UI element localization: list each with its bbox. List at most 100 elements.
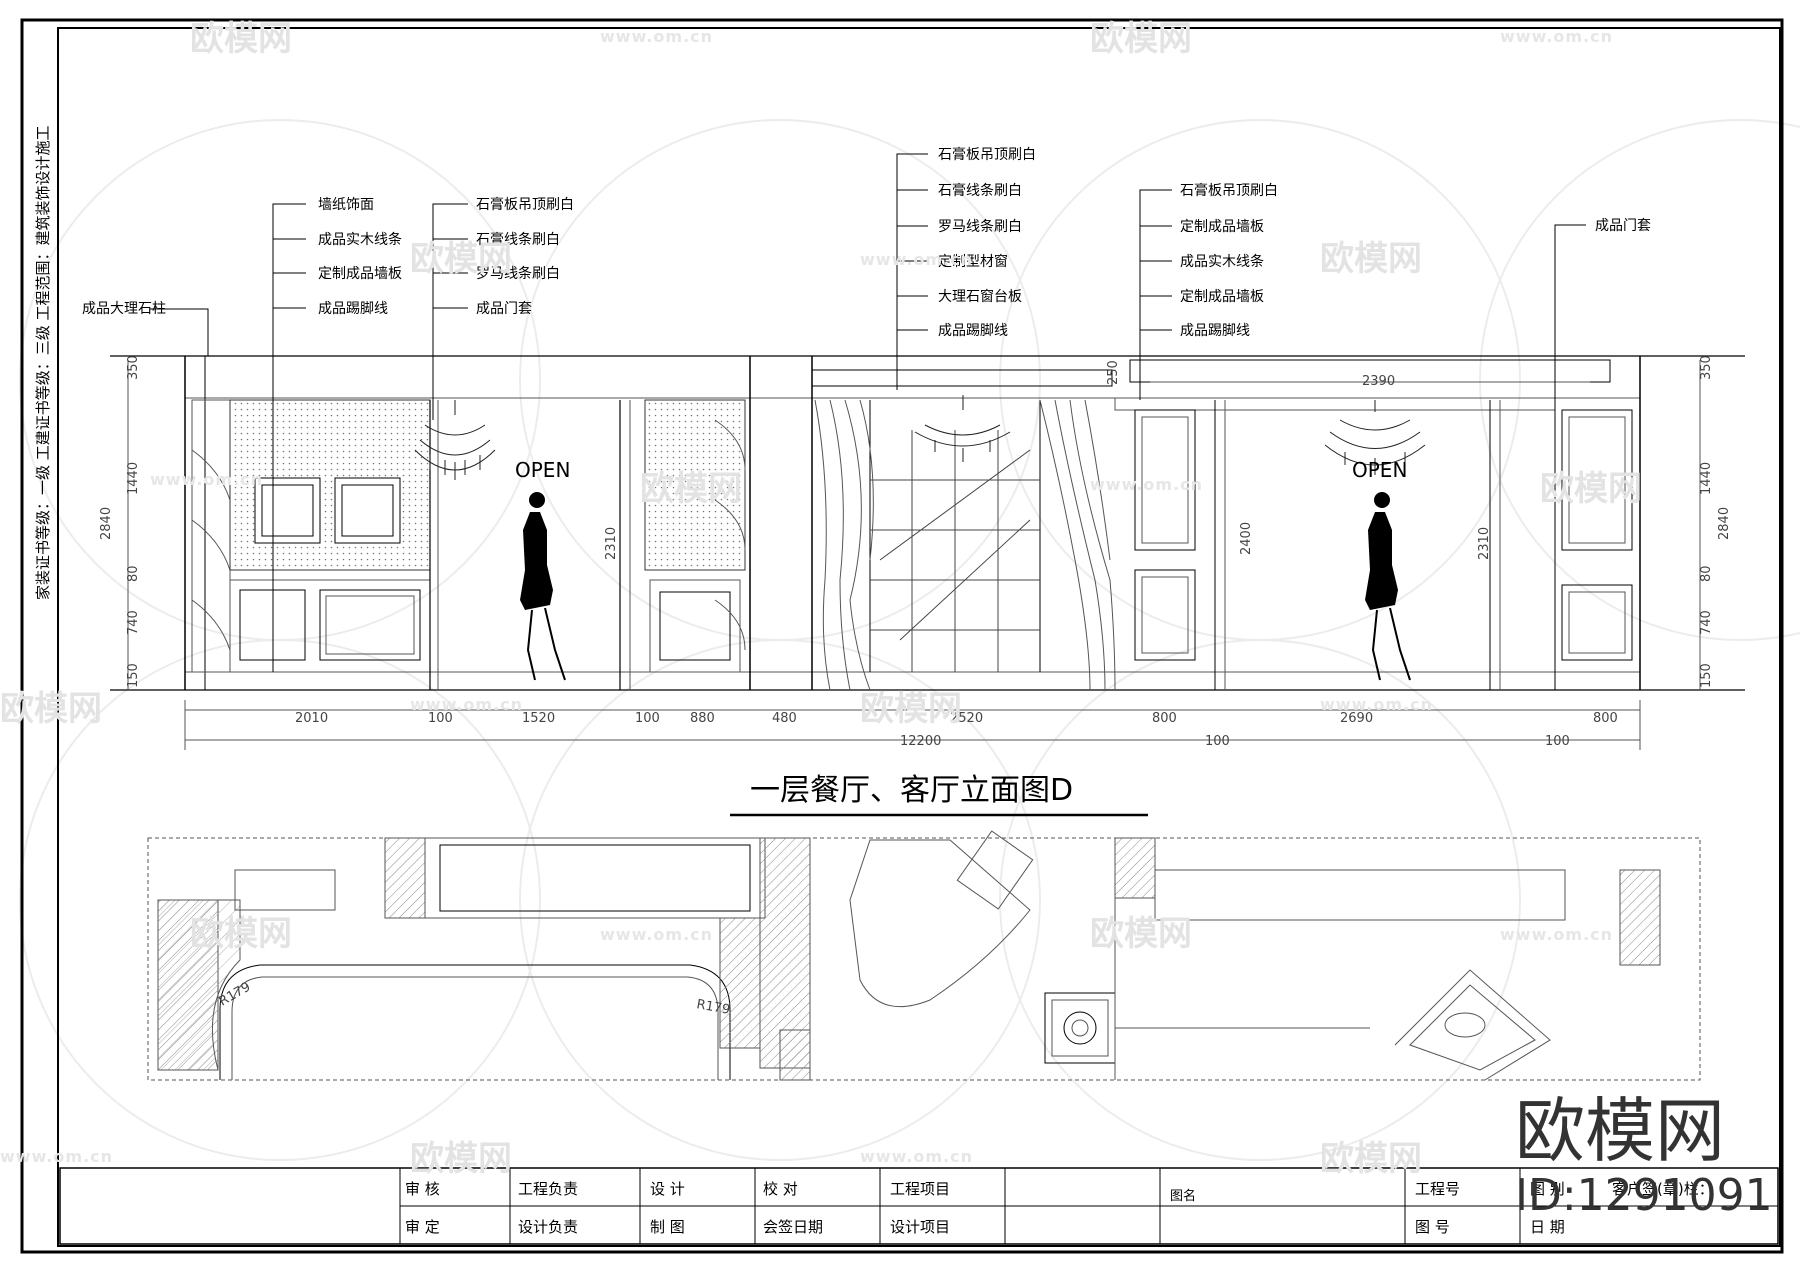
- tb-sign-date: 会签日期: [763, 1218, 823, 1236]
- svg-text:欧模网: 欧模网: [1320, 239, 1422, 279]
- dim-right-740: 740: [1699, 610, 1714, 635]
- svg-text:www.om.cn: www.om.cn: [150, 470, 263, 489]
- label-door-frame-left: 成品门套: [476, 301, 532, 317]
- dim-800-a: 800: [1152, 711, 1177, 726]
- plan-radius-right: R179: [695, 997, 731, 1018]
- tb-design-item: 设计项目: [890, 1218, 950, 1236]
- label-window-sill: 大理石窗台板: [938, 288, 1022, 305]
- svg-text:www.om.cn: www.om.cn: [860, 1147, 973, 1166]
- dim-spacer-a: 100: [1205, 734, 1230, 749]
- svg-text:欧模网: 欧模网: [190, 914, 292, 954]
- svg-text:欧模网: 欧模网: [0, 689, 102, 729]
- side-certificate-note: 家装证书等级：一级 工建证书等级：三级 工程范围：建筑装饰设计施工: [34, 125, 52, 600]
- svg-text:www.om.cn: www.om.cn: [1500, 27, 1613, 46]
- title-block: [59, 1167, 1779, 1245]
- chandelier-left-icon: [414, 400, 496, 480]
- svg-text:www.om.cn: www.om.cn: [600, 925, 713, 944]
- tb-drawing-no: 图 号: [1415, 1218, 1450, 1236]
- dim-880: 880: [690, 711, 715, 726]
- label-wood-molding-left: 成品实木线条: [318, 231, 402, 248]
- open-sign-right: OPEN: [1352, 458, 1407, 482]
- svg-text:www.om.cn: www.om.cn: [1500, 925, 1613, 944]
- dim-left-80: 80: [126, 565, 141, 582]
- svg-text:www.om.cn: www.om.cn: [600, 27, 713, 46]
- dim-right-150: 150: [1699, 663, 1714, 688]
- tb-project-lead: 工程负责: [518, 1180, 578, 1198]
- label-window: 定制型材窗: [938, 253, 1008, 270]
- dim-800-b: 800: [1593, 711, 1618, 726]
- dim-opening-right: 2310: [1477, 527, 1492, 560]
- dim-2010: 2010: [295, 711, 328, 726]
- dim-480: 480: [772, 711, 797, 726]
- label-skirting-left: 成品踢脚线: [318, 301, 388, 317]
- drawing-title: 一层餐厅、客厅立面图D: [750, 773, 1073, 808]
- open-sign-left: OPEN: [515, 458, 570, 482]
- svg-text:欧模网: 欧模网: [190, 19, 292, 59]
- leader-lines: [150, 153, 1586, 672]
- sofa-icon: [1394, 969, 1551, 1081]
- label-roman-line-center: 罗马线条刷白: [938, 218, 1022, 235]
- woman-figure-left-icon: [520, 492, 566, 681]
- watermark-id: ID:1291091: [1515, 1170, 1773, 1221]
- tb-drafting: 制 图: [650, 1218, 685, 1236]
- watermark-arcs: [19, 119, 1800, 1161]
- label-wall-panel-right-a: 定制成品墙板: [1180, 219, 1264, 235]
- svg-text:www.om.cn: www.om.cn: [860, 250, 973, 269]
- tb-date: 日 期: [1530, 1218, 1565, 1236]
- dim-2520: 2520: [950, 711, 983, 726]
- watermarks: 欧模网 www.om.cn 欧模网 www.om.cn 欧模网 欧模网 www.…: [0, 19, 1642, 1179]
- dim-right-total: 2840: [1717, 507, 1732, 540]
- dim-right-80: 80: [1699, 565, 1714, 582]
- svg-text:欧模网: 欧模网: [860, 689, 962, 729]
- tb-review: 审 核: [405, 1180, 440, 1198]
- label-wall-panel-right-b: 定制成品墙板: [1180, 289, 1264, 305]
- dim-left-740: 740: [126, 610, 141, 635]
- label-wall-panel-left: 定制成品墙板: [318, 266, 402, 282]
- dim-spacer-b: 100: [1545, 734, 1570, 749]
- tb-check: 校 对: [763, 1180, 798, 1198]
- svg-text:www.om.cn: www.om.cn: [1090, 475, 1203, 494]
- piano-icon: [849, 830, 1034, 1008]
- label-roman-line-left: 罗马线条刷白: [476, 265, 560, 282]
- label-skirting-right: 成品踢脚线: [1180, 323, 1250, 339]
- label-plaster-line-center: 石膏线条刷白: [938, 182, 1022, 199]
- chandelier-right-icon: [1324, 400, 1426, 475]
- elevation: OPEN: [110, 355, 1745, 691]
- tb-project-no: 工程号: [1415, 1180, 1460, 1198]
- tb-approve: 审 定: [405, 1218, 440, 1236]
- svg-text:欧模网: 欧模网: [1090, 19, 1192, 59]
- dim-total: 12200: [900, 734, 941, 749]
- tb-design-lead: 设计负责: [518, 1218, 578, 1236]
- woman-figure-right-icon: [1365, 492, 1411, 681]
- curtain-right-icon: [1039, 399, 1116, 691]
- label-ceiling-left: 石膏板吊顶刷白: [476, 196, 574, 213]
- inner-frame: [57, 27, 1781, 1247]
- tb-category: 图 别: [1530, 1180, 1565, 1198]
- dim-100-a: 100: [428, 711, 453, 726]
- floor-plan: R179 R179: [147, 830, 1701, 1081]
- label-skirting-center: 成品踢脚线: [938, 323, 1008, 339]
- label-plaster-line-left: 石膏线条刷白: [476, 231, 560, 248]
- dim-100-b: 100: [635, 711, 660, 726]
- chandelier-center-icon: [914, 395, 1011, 462]
- dim-door-height: 2400: [1239, 522, 1254, 555]
- svg-text:www.om.cn: www.om.cn: [410, 695, 523, 714]
- coffee-table-icon: [1044, 992, 1370, 1064]
- dimension-lines: [127, 360, 1701, 750]
- dim-1520: 1520: [522, 711, 555, 726]
- svg-text:欧模网: 欧模网: [410, 239, 512, 279]
- label-wood-molding-right: 成品实木线条: [1180, 253, 1264, 270]
- tb-client-sign: 客户签(章)栏：: [1612, 1180, 1714, 1198]
- dim-ceiling-width: 2390: [1362, 374, 1395, 389]
- label-ceiling-right: 石膏板吊顶刷白: [1180, 182, 1278, 199]
- dim-left-350: 350: [126, 355, 141, 380]
- svg-text:欧模网: 欧模网: [1090, 914, 1192, 954]
- dim-left-total: 2840: [99, 507, 114, 540]
- svg-text:www.om.cn: www.om.cn: [1320, 695, 1433, 714]
- curtain-left-icon: [814, 399, 874, 691]
- dim-left-1440: 1440: [126, 462, 141, 495]
- tb-design: 设 计: [650, 1180, 685, 1198]
- tb-project-item: 工程项目: [890, 1180, 950, 1198]
